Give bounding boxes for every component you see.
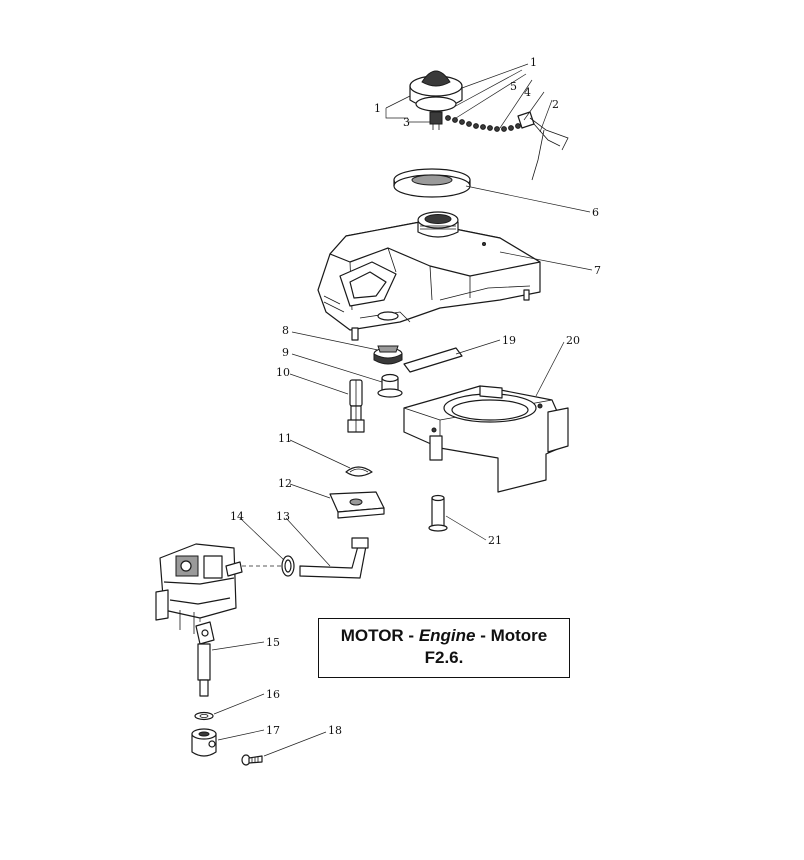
caption-motor: MOTOR -: [340, 626, 419, 645]
callout-19: 19: [502, 334, 516, 347]
diagram-caption: MOTOR - Engine - Motore F2.6.: [318, 618, 570, 678]
callout-6: 6: [592, 206, 599, 219]
gasket-ring: [393, 168, 471, 198]
callout-5: 5: [510, 80, 517, 93]
collar: [191, 728, 217, 757]
filter-cap: [373, 345, 403, 365]
caption-figure-number: F2.6.: [424, 648, 464, 667]
callout-2: 2: [552, 98, 559, 111]
callout-17: 17: [266, 724, 280, 737]
callout-8: 8: [282, 324, 289, 337]
callout-16: 16: [266, 688, 280, 701]
callout-15: 15: [266, 636, 280, 649]
fuel-cap: [409, 70, 463, 130]
callout-20: 20: [566, 334, 580, 347]
retainer-clip: [517, 111, 569, 181]
caption-line-1: MOTOR - Engine - Motore: [319, 625, 569, 647]
washer: [194, 711, 214, 721]
callout-3: 3: [403, 116, 410, 129]
callout-11: 11: [278, 432, 292, 445]
caption-motore: - Motore: [475, 626, 548, 645]
callout-labels: 1 1 2 3 4 5 6 7 8 9 10 11 12 13 14 15 16…: [230, 56, 601, 737]
o-ring-hose: [281, 555, 295, 577]
callout-14: 14: [230, 510, 244, 523]
fuel-tank: [317, 211, 541, 341]
callout-10: 10: [276, 366, 290, 379]
hose-clip: [345, 466, 373, 477]
callout-13: 13: [276, 510, 290, 523]
callout-4: 4: [524, 86, 531, 99]
callout-12: 12: [278, 477, 292, 490]
mount-plate: [329, 491, 385, 519]
grommet: [377, 373, 403, 398]
carburetor: [155, 543, 282, 634]
bead-chain: [445, 115, 521, 132]
tank-bracket: [403, 385, 569, 493]
callout-21: 21: [488, 534, 502, 547]
pin: [428, 494, 448, 532]
callout-1-left: 1: [374, 102, 381, 115]
fuel-hose: [299, 537, 369, 579]
leader-lines: [211, 63, 593, 757]
caption-engine: Engine: [418, 626, 476, 645]
callout-9: 9: [282, 346, 289, 359]
screw: [241, 754, 263, 766]
fuel-pickup: [347, 379, 365, 433]
callout-7: 7: [594, 264, 601, 277]
callout-1-top: 1: [530, 56, 537, 69]
shaft: [195, 621, 215, 697]
strip-plate: [403, 347, 463, 373]
callout-18: 18: [328, 724, 342, 737]
